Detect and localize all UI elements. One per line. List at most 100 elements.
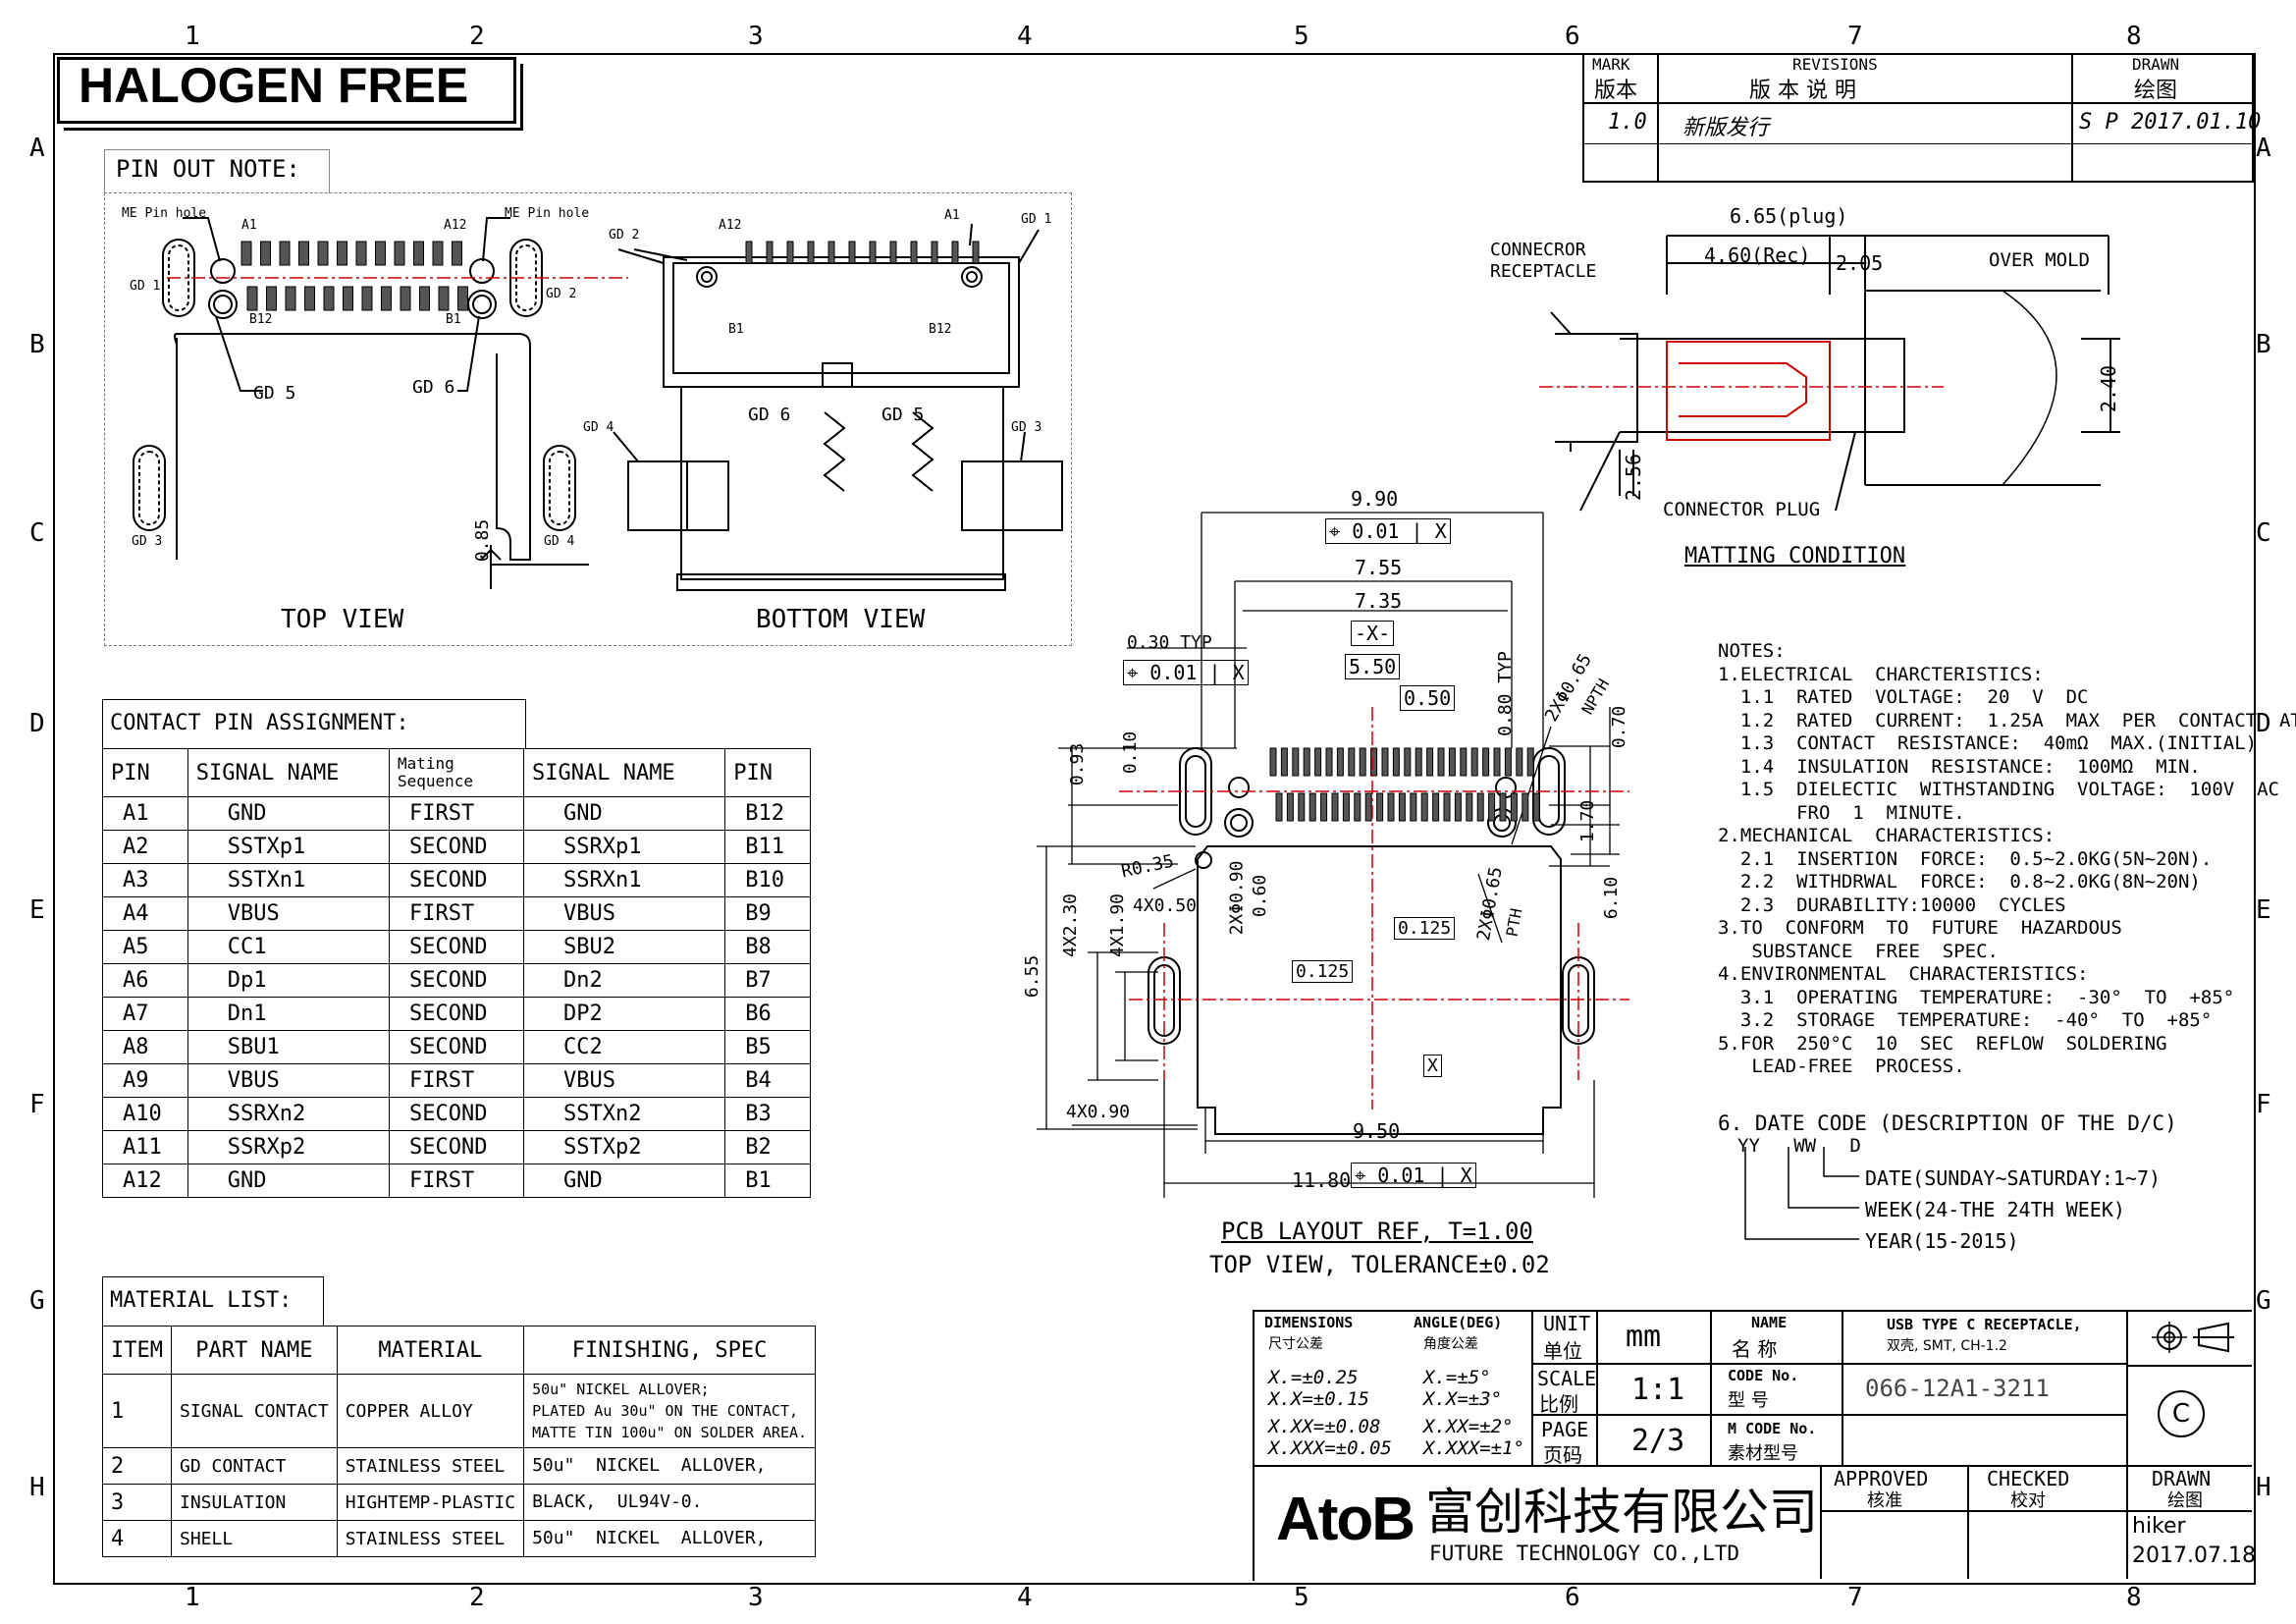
top-pad-b bbox=[323, 286, 335, 311]
contact-cell: A9 bbox=[102, 1063, 188, 1098]
contact-header-4: PIN bbox=[724, 748, 811, 797]
material-cell: 4 bbox=[102, 1520, 172, 1557]
pcb-pad-a bbox=[1381, 747, 1389, 777]
tb-code-cn: 型 号 bbox=[1728, 1390, 1769, 1411]
mating-receptacle-outline bbox=[1666, 341, 1831, 441]
top-pad-a bbox=[394, 241, 405, 266]
copyright-icon: C bbox=[2158, 1390, 2205, 1437]
bottom-pin-a bbox=[766, 241, 774, 264]
over-mold-label: OVER MOLD bbox=[1989, 249, 2090, 271]
pcb-pad-b bbox=[1275, 792, 1283, 822]
tb-approved-en: APPROVED bbox=[1834, 1467, 1929, 1490]
top-pad-a bbox=[432, 241, 444, 266]
contact-cell: Dp1 bbox=[187, 963, 390, 998]
bottom-view-pins bbox=[745, 241, 980, 264]
contact-cell: B3 bbox=[724, 1097, 811, 1131]
top-pad-a bbox=[317, 241, 329, 266]
b1-label: B1 bbox=[446, 312, 461, 327]
contact-header-1: SIGNAL NAME bbox=[187, 748, 390, 797]
pcb-dim-050: 0.50 bbox=[1400, 685, 1456, 711]
dim-rec: 4.60(Rec) bbox=[1704, 244, 1811, 267]
contact-cell: A7 bbox=[102, 997, 188, 1031]
material-cell: 2 bbox=[102, 1447, 172, 1485]
bottom-gd5-label: GD 5 bbox=[881, 405, 925, 425]
projection-symbol bbox=[2148, 1318, 2236, 1357]
contact-cell: SECOND bbox=[388, 997, 524, 1031]
top-pad-a bbox=[375, 241, 386, 266]
pcb-pad-b bbox=[1420, 792, 1428, 822]
contact-cell: GND bbox=[522, 1164, 726, 1198]
contact-cell: A11 bbox=[102, 1130, 188, 1164]
pcb-dim-4x230: 4X2.30 bbox=[1060, 893, 1082, 958]
contact-cell: Dn2 bbox=[522, 963, 726, 998]
bottom-gd4-label: GD 4 bbox=[583, 420, 614, 435]
contact-cell: A4 bbox=[102, 896, 188, 931]
top-pad-b bbox=[285, 286, 296, 311]
pcb-pad-a bbox=[1359, 747, 1366, 777]
bottom-pin-a bbox=[786, 241, 794, 264]
material-cell: 1 bbox=[102, 1374, 172, 1448]
pcb-pad-a bbox=[1448, 747, 1456, 777]
top-pad-b bbox=[246, 286, 258, 311]
zone-column-1-bottom: 1 bbox=[185, 1583, 200, 1612]
contact-cell: FIRST bbox=[388, 1063, 524, 1098]
pcb-pad-b bbox=[1308, 792, 1316, 822]
contact-cell: DP2 bbox=[522, 997, 726, 1031]
material-header-0: ITEM bbox=[102, 1326, 172, 1375]
pinout-title-box bbox=[104, 149, 330, 193]
pcb-pad-a bbox=[1516, 747, 1523, 777]
contact-cell: SSTXn1 bbox=[187, 863, 390, 897]
contact-cell: B5 bbox=[724, 1030, 811, 1064]
tb-tol-x: X.=±0.25 bbox=[1268, 1367, 1359, 1388]
contact-header-0: PIN bbox=[102, 748, 188, 797]
tb-page-val: 2/3 bbox=[1631, 1424, 1685, 1458]
dim-256: 2.56 bbox=[1622, 453, 1646, 502]
pcb-datum-x: -X- bbox=[1351, 621, 1395, 646]
pcb-dim-655: 6.55 bbox=[1022, 954, 1043, 999]
pcb-tol-3: ⌖ 0.01 | X bbox=[1351, 1163, 1476, 1188]
tb-mcode-cn: 素材型号 bbox=[1728, 1443, 1798, 1464]
pcb-pad-b bbox=[1376, 792, 1384, 822]
contact-cell: SSRXn1 bbox=[522, 863, 726, 897]
contact-cell: SECOND bbox=[388, 1130, 524, 1164]
material-cell: INSULATION bbox=[170, 1484, 338, 1521]
contact-cell: FIRST bbox=[388, 796, 524, 831]
contact-cell: SBU1 bbox=[187, 1030, 390, 1064]
zone-column-7-top: 7 bbox=[1847, 22, 1863, 51]
pcb-pad-a bbox=[1415, 747, 1422, 777]
contact-cell: VBUS bbox=[187, 1063, 390, 1098]
contact-cell: SSRXp1 bbox=[522, 830, 726, 864]
contact-cell: GND bbox=[187, 1164, 390, 1198]
tb-checked-cn: 校对 bbox=[2010, 1490, 2046, 1511]
tb-name-en: NAME bbox=[1751, 1314, 1788, 1331]
tb-tol-xxx: X.XX=±0.08 bbox=[1268, 1416, 1381, 1437]
zone-row-H-right: H bbox=[2256, 1473, 2271, 1502]
tb-unit-val: mm bbox=[1626, 1320, 1662, 1354]
bottom-view-drawing bbox=[613, 223, 1063, 591]
tb-scale-val: 1:1 bbox=[1631, 1373, 1685, 1407]
a12-label: A12 bbox=[444, 218, 467, 233]
tb-ang-xxxx: X.XXX=±1° bbox=[1423, 1437, 1524, 1459]
contact-header-2: Mating Sequence bbox=[388, 748, 524, 797]
bottom-pin-a bbox=[745, 241, 753, 264]
me-pin-hole-right-label: ME Pin hole bbox=[505, 206, 590, 221]
pcb-pad-a bbox=[1325, 747, 1333, 777]
material-cell: STAINLESS STEEL bbox=[336, 1447, 525, 1485]
pinout-title: PIN OUT NOTE: bbox=[116, 155, 300, 183]
pcb-pad-a bbox=[1526, 747, 1534, 777]
pcb-pad-a bbox=[1280, 747, 1288, 777]
contact-cell: VBUS bbox=[522, 896, 726, 931]
top-pad-a bbox=[413, 241, 424, 266]
pcb-pad-b bbox=[1387, 792, 1395, 822]
material-cell: BLACK, UL94V-0. bbox=[523, 1484, 817, 1521]
a1-label: A1 bbox=[241, 218, 257, 233]
pcb-pad-b bbox=[1476, 792, 1484, 822]
material-cell: HIGHTEMP-PLASTIC bbox=[336, 1484, 525, 1521]
date-code-date: DATE(SUNDAY~SATURDAY:1~7) bbox=[1865, 1166, 2162, 1190]
